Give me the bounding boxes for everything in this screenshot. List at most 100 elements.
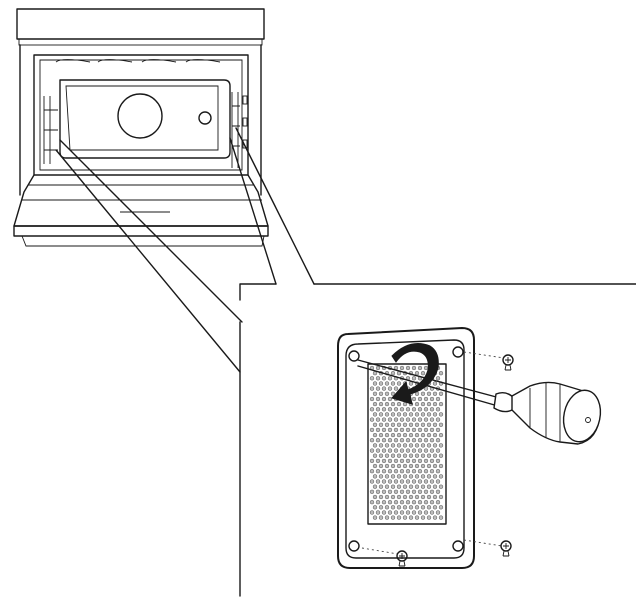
mesh-hole [402, 422, 408, 427]
mesh-hole [432, 515, 438, 520]
mesh-hole [414, 463, 420, 469]
mesh-hole [375, 407, 381, 412]
mesh-hole [414, 401, 420, 407]
mesh-hole [429, 396, 435, 402]
mesh-hole [411, 458, 417, 464]
mesh-hole [402, 515, 408, 520]
mesh-hole [429, 407, 435, 412]
mesh-hole [405, 365, 411, 371]
mesh-hole [378, 463, 384, 469]
mesh-hole [438, 515, 444, 520]
mesh-hole [435, 438, 441, 443]
mesh-hole [369, 489, 375, 494]
mesh-hole [411, 427, 417, 433]
mesh-hole [375, 458, 381, 464]
mesh-hole [408, 463, 414, 469]
mesh-hole [411, 417, 417, 422]
mesh-hole [420, 494, 426, 500]
mesh-hole [372, 515, 378, 520]
mesh-hole [417, 438, 423, 443]
mesh-hole [426, 391, 432, 396]
mesh-hole [420, 401, 426, 407]
cover-plate-inner [345, 339, 465, 559]
mesh-hole [375, 376, 381, 381]
mesh-hole [426, 422, 432, 427]
mesh-hole [402, 453, 408, 458]
mesh-hole [423, 510, 429, 515]
corner-hole-top-right-icon [452, 346, 464, 358]
mesh-hole [399, 407, 405, 412]
mesh-hole [393, 489, 399, 494]
mesh-hole [369, 396, 375, 402]
mesh-hole [423, 365, 429, 371]
mesh-hole [390, 401, 396, 407]
mesh-hole [372, 381, 378, 386]
mesh-hole [411, 448, 417, 453]
mesh-hole [438, 401, 444, 407]
mesh-hole [372, 474, 378, 479]
mesh-hole [381, 417, 387, 422]
mesh-hole [387, 448, 393, 453]
mesh-hole [408, 494, 414, 500]
mesh-hole [381, 407, 387, 412]
mesh-hole [417, 500, 423, 505]
mesh-hole [423, 448, 429, 453]
mesh-hole [429, 469, 435, 474]
mesh-hole [378, 474, 384, 479]
mesh-hole [384, 443, 390, 448]
mesh-hole [378, 412, 384, 417]
corner-hole-bottom-right-icon [452, 540, 464, 552]
mesh-hole [420, 463, 426, 469]
mesh-hole [399, 448, 405, 453]
mesh-hole [432, 443, 438, 448]
mesh-hole [372, 401, 378, 407]
mesh-hole [387, 386, 393, 391]
mesh-hole [402, 412, 408, 417]
mesh-hole [408, 484, 414, 489]
mesh-hole [411, 365, 417, 371]
oven-body-sides [19, 44, 262, 196]
mesh-hole [372, 505, 378, 510]
mesh-hole [426, 505, 432, 510]
mesh-hole [426, 474, 432, 479]
mesh-hole [405, 407, 411, 412]
mesh-hole [426, 463, 432, 469]
mesh-hole [387, 489, 393, 494]
mesh-hole [372, 443, 378, 448]
mesh-hole [387, 510, 393, 515]
mesh-hole [417, 510, 423, 515]
mesh-hole [393, 438, 399, 443]
mesh-hole [411, 479, 417, 484]
mesh-hole [381, 500, 387, 505]
mesh-hole [411, 500, 417, 505]
mesh-hole [390, 453, 396, 458]
mesh-hole [381, 458, 387, 464]
mesh-hole [438, 432, 444, 438]
mesh-hole [414, 484, 420, 489]
mesh-hole [390, 474, 396, 479]
mesh-hole [390, 515, 396, 520]
mesh-hole [396, 453, 402, 458]
callout-lines [55, 127, 315, 373]
mesh-hole [381, 469, 387, 474]
mesh-hole [372, 432, 378, 438]
mesh-hole [378, 515, 384, 520]
mesh-hole [378, 432, 384, 438]
mesh-hole [390, 494, 396, 500]
mesh-hole [381, 448, 387, 453]
mesh-hole [384, 515, 390, 520]
corner-hole-top-left-icon [348, 350, 360, 362]
mesh-hole [399, 510, 405, 515]
mesh-hole [390, 463, 396, 469]
mesh-hole [405, 489, 411, 494]
oven-back-panel [59, 79, 231, 159]
mesh-hole [408, 474, 414, 479]
mesh-hole [423, 438, 429, 443]
mesh-hole [417, 489, 423, 494]
mesh-hole [375, 500, 381, 505]
mesh-hole [432, 453, 438, 458]
mesh-hole [426, 494, 432, 500]
mesh-hole [372, 412, 378, 417]
mesh-hole [378, 391, 384, 396]
mesh-hole [375, 365, 381, 371]
